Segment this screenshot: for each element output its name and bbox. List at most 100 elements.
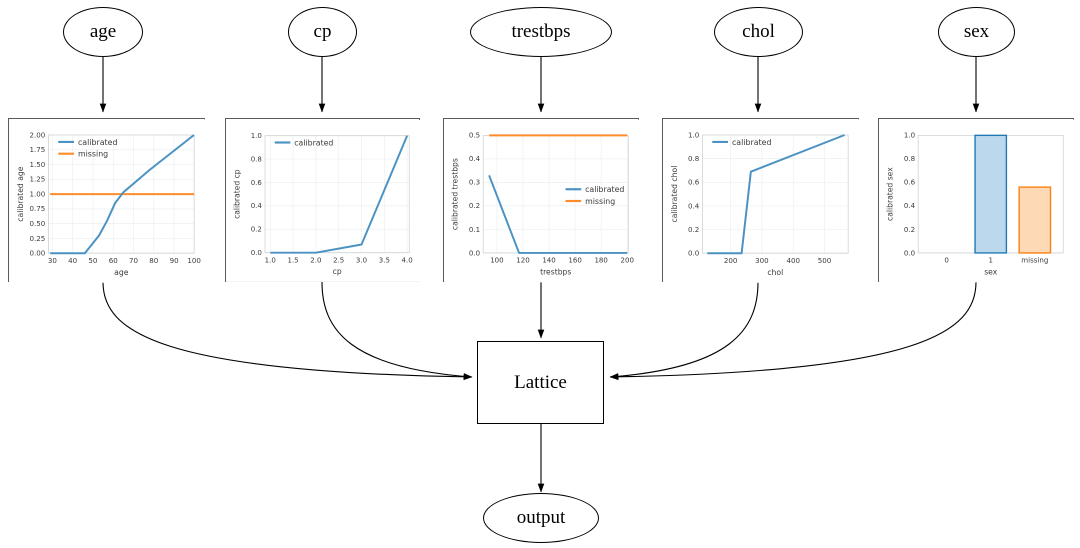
calibration-panel-sex[interactable]: 0.0 0.2 0.4 0.6 0.8 1.0 0 1 missing sex … [878,118,1075,283]
output-node[interactable]: output [483,493,599,543]
lattice-node[interactable]: Lattice [477,341,604,424]
svg-text:3.0: 3.0 [356,255,367,264]
cp-legend: calibrated [274,138,333,147]
svg-text:0.2: 0.2 [904,225,915,234]
cp-xtick-labels: 1.0 1.5 2.0 2.5 3.0 3.5 4.0 [265,255,413,264]
cp-chart: 0.0 0.2 0.4 0.6 0.8 1.0 1.0 1.5 2.0 2.5 … [226,120,421,282]
svg-text:0.0: 0.0 [469,248,481,257]
svg-text:0.1: 0.1 [469,225,480,234]
svg-text:calibrated: calibrated [294,138,333,147]
cp-xaxis-label: cp [333,267,342,276]
svg-text:0.6: 0.6 [688,178,700,187]
chol-ytick-labels: 0.0 0.2 0.4 0.6 0.8 1.0 [688,130,700,257]
sex-bar-1 [974,134,1008,254]
svg-text:200: 200 [621,256,635,265]
edge-sex-plot-to-lattice [609,281,977,381]
svg-text:30: 30 [48,256,58,265]
svg-text:0.2: 0.2 [251,225,262,234]
chol-legend: calibrated [712,138,771,147]
svg-text:calibrated: calibrated [78,138,118,147]
age-yaxis-label: calibrated age [16,166,25,222]
trestbps-chart: 0.0 0.1 0.2 0.3 0.4 0.5 100 120 140 160 … [444,119,640,283]
svg-text:160: 160 [568,256,582,265]
svg-text:0.3: 0.3 [469,178,480,187]
trestbps-xtick-labels: 100 120 140 160 180 200 [490,256,634,265]
calibration-panel-age[interactable]: 0.00 0.25 0.50 0.75 1.00 1.25 1.50 1.75 … [8,118,206,283]
chol-series-calibrated [707,134,845,255]
svg-text:2.0: 2.0 [310,255,321,264]
svg-text:3.5: 3.5 [379,255,390,264]
svg-text:0.25: 0.25 [29,234,45,243]
svg-text:400: 400 [786,256,800,265]
svg-text:1.50: 1.50 [29,160,45,169]
svg-text:0.4: 0.4 [251,201,263,210]
age-series-calibrated [50,134,195,255]
calibration-panel-trestbps[interactable]: 0.0 0.1 0.2 0.3 0.4 0.5 100 120 140 160 … [443,118,640,283]
svg-text:90: 90 [170,256,180,265]
svg-text:0.5: 0.5 [469,131,480,140]
svg-text:0.6: 0.6 [251,178,263,187]
svg-text:4.0: 4.0 [402,255,413,264]
svg-text:0.8: 0.8 [251,154,262,163]
sex-xaxis-label: sex [984,268,998,277]
lattice-node-label: Lattice [514,371,567,393]
svg-text:0: 0 [944,256,949,265]
edge-age-plot-to-lattice [102,281,473,381]
svg-text:60: 60 [109,256,119,265]
cp-series-calibrated [270,135,409,254]
svg-text:2.5: 2.5 [333,255,344,264]
trestbps-legend: calibrated missing [565,185,624,206]
svg-text:0.4: 0.4 [688,201,700,210]
svg-text:0.6: 0.6 [904,178,916,187]
svg-text:100: 100 [187,256,201,265]
sex-bars [974,134,1052,254]
input-node-cp-label: cp [313,21,332,42]
input-node-chol[interactable]: chol [714,7,803,57]
cp-ytick-labels: 0.0 0.2 0.4 0.6 0.8 1.0 [251,131,263,257]
svg-text:calibrated: calibrated [585,185,624,194]
svg-text:0.50: 0.50 [29,219,45,228]
svg-text:1.5: 1.5 [287,255,298,264]
svg-text:0.0: 0.0 [904,248,916,257]
trestbps-ytick-labels: 0.0 0.1 0.2 0.3 0.4 0.5 [469,131,481,258]
svg-text:40: 40 [68,256,78,265]
svg-text:2.00: 2.00 [29,130,45,139]
svg-text:0.8: 0.8 [688,154,700,163]
sex-chart: 0.0 0.2 0.4 0.6 0.8 1.0 0 1 missing sex … [879,119,1075,283]
input-node-trestbps-label: trestbps [511,21,571,42]
chol-yaxis-label: calibrated chol [670,166,679,223]
chol-chart: 0.0 0.2 0.4 0.6 0.8 1.0 200 300 400 500 … [663,119,860,283]
sex-ytick-labels: 0.0 0.2 0.4 0.6 0.8 1.0 [904,131,916,258]
svg-text:missing: missing [78,150,108,159]
age-xtick-labels: 30 40 50 60 70 80 90 100 [48,256,202,265]
svg-text:1.0: 1.0 [265,255,276,264]
age-ytick-labels: 0.00 0.25 0.50 0.75 1.00 1.25 1.50 1.75 … [29,130,45,257]
svg-text:70: 70 [129,256,139,265]
output-node-label: output [516,507,566,528]
svg-text:1.75: 1.75 [29,145,45,154]
edge-chol-plot-to-lattice [609,281,759,380]
calibration-panel-chol[interactable]: 0.0 0.2 0.4 0.6 0.8 1.0 200 300 400 500 … [662,118,860,283]
svg-text:0.8: 0.8 [904,154,915,163]
svg-text:1.0: 1.0 [688,130,700,139]
calibration-panel-cp[interactable]: 0.0 0.2 0.4 0.6 0.8 1.0 1.0 1.5 2.0 2.5 … [225,118,421,282]
age-xaxis-label: age [114,268,129,277]
input-node-trestbps[interactable]: trestbps [470,7,612,57]
svg-text:200: 200 [724,256,738,265]
age-legend: calibrated missing [58,138,117,159]
input-node-age[interactable]: age [63,7,143,57]
svg-text:1.00: 1.00 [29,189,45,198]
input-node-sex-label: sex [963,21,990,42]
svg-text:calibrated: calibrated [732,138,772,147]
svg-text:100: 100 [490,256,504,265]
svg-text:1.0: 1.0 [904,131,916,140]
svg-text:0.4: 0.4 [469,154,481,163]
input-node-cp[interactable]: cp [288,7,357,57]
svg-text:0.0: 0.0 [251,248,262,257]
svg-text:80: 80 [149,256,159,265]
input-node-sex[interactable]: sex [938,7,1015,57]
svg-text:500: 500 [818,256,832,265]
svg-text:180: 180 [594,256,608,265]
